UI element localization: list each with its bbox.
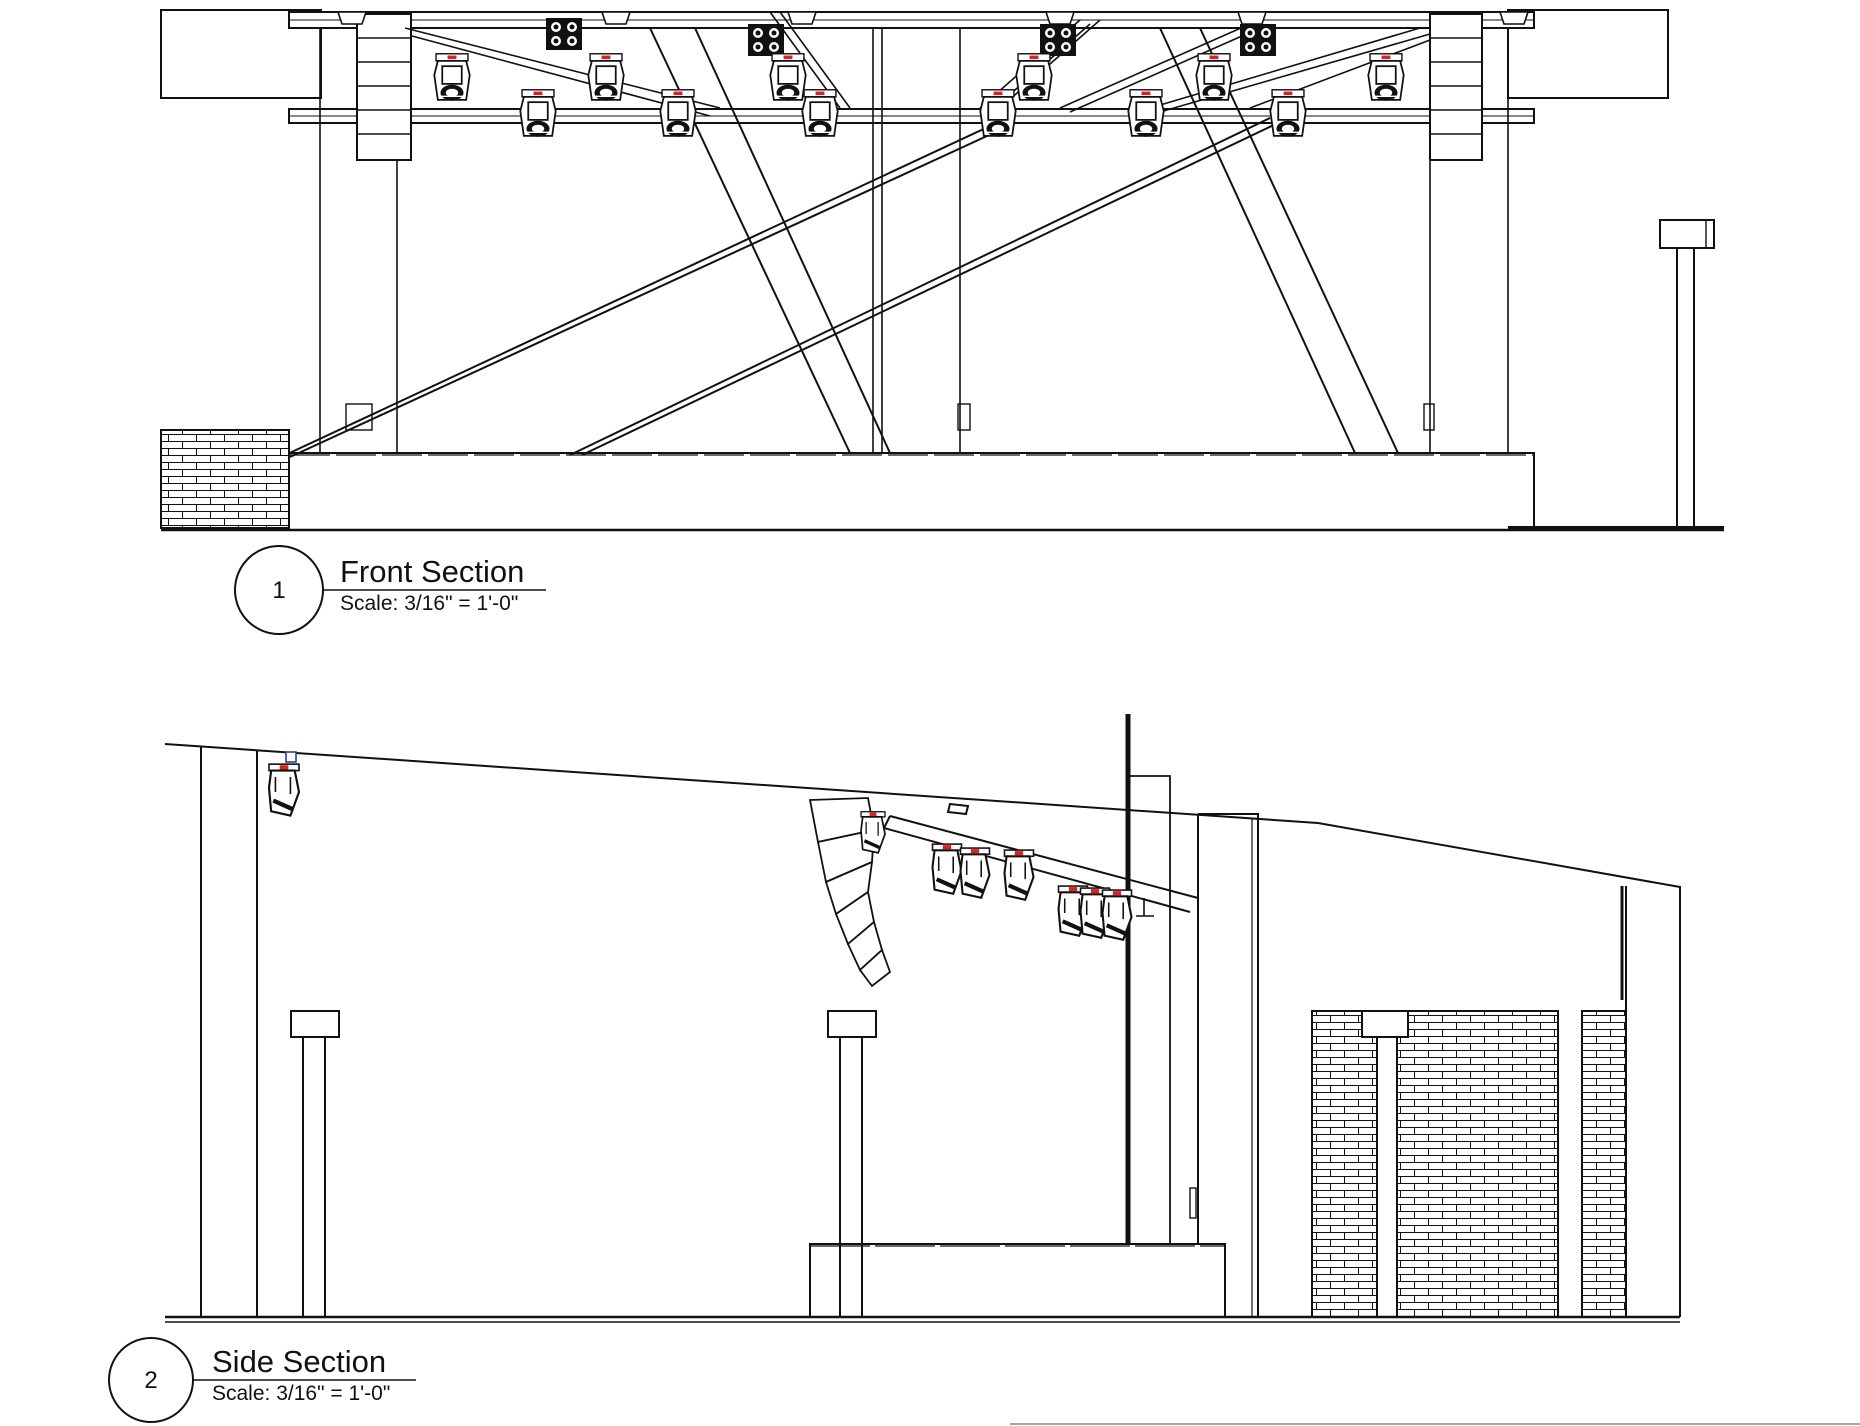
- brick-wall-left: [160, 429, 290, 529]
- line-array-speaker-icon: [808, 797, 892, 988]
- moving-head-fixture-icon: [933, 844, 962, 894]
- floor-line: [165, 1315, 1680, 1323]
- moving-head-fixture-icon: [1005, 850, 1034, 900]
- base-plate-right: [1423, 403, 1435, 431]
- stage-columns: [319, 28, 1509, 453]
- stage-deck: [290, 452, 1535, 528]
- left-ladder-tower: [356, 13, 412, 161]
- tower-column: [1130, 775, 1197, 1244]
- moving-head-fixture-icon: [587, 52, 625, 102]
- right-light-pole: [1659, 219, 1715, 528]
- front-section-elevation: [160, 9, 1724, 532]
- moving-head-fixture-icon: [1015, 52, 1053, 102]
- left-wall: [200, 746, 258, 1317]
- rigging-clamp-icon: [285, 751, 297, 763]
- moving-head-fixture-icon: [269, 764, 299, 815]
- stage-riser: [809, 1243, 1226, 1317]
- moving-head-fixture-icon: [1195, 52, 1233, 102]
- view-number: 2: [144, 1367, 157, 1394]
- view-scale: Scale: 3/16" = 1'-0": [212, 1382, 390, 1405]
- view-title: Front Section: [340, 554, 524, 589]
- side-section-elevation: [164, 714, 1681, 1323]
- side-fixtures: [269, 751, 1132, 940]
- right-wall: [1620, 886, 1681, 1317]
- view-title: Side Section: [212, 1344, 386, 1379]
- view-number: 1: [272, 577, 285, 604]
- brick-wall-side-a: [1311, 1010, 1559, 1318]
- moving-head-fixture-icon: [519, 88, 557, 138]
- view-scale: Scale: 3/16" = 1'-0": [340, 592, 518, 615]
- quad-blinder-icon: [748, 24, 784, 56]
- moving-head-fixture-icon: [1269, 88, 1307, 138]
- moving-head-fixture-icon: [801, 88, 839, 138]
- moving-head-fixture-icon: [433, 52, 471, 102]
- moving-head-fixture-icon: [859, 810, 887, 855]
- moving-head-fixture-icon: [1367, 52, 1405, 102]
- moving-head-fixture-icon: [769, 52, 807, 102]
- moving-head-fixture-icon: [1127, 88, 1165, 138]
- diagonal-stays: [280, 27, 1399, 458]
- base-plate-left: [345, 403, 373, 431]
- moving-head-fixture-icon: [979, 88, 1017, 138]
- right-ladder-tower: [1429, 13, 1483, 161]
- view-title-side: 2 Side Section Scale: 3/16" = 1'-0": [108, 1337, 416, 1423]
- side-light-pole-mid: [827, 1010, 877, 1317]
- roof-truss: [883, 802, 1199, 917]
- left-soffit: [160, 9, 322, 99]
- roof-line: [164, 743, 1681, 888]
- base-plate-mid: [957, 403, 971, 431]
- side-light-pole-left: [290, 1010, 340, 1317]
- moving-head-fixture-icon: [961, 848, 990, 898]
- back-wall: [1197, 813, 1259, 1317]
- brick-wall-side-b: [1581, 1010, 1627, 1318]
- top-chord-hangers: [336, 11, 1530, 25]
- view-title-front: 1 Front Section Scale: 3/16" = 1'-0": [234, 545, 546, 635]
- upper-truss: [288, 11, 1535, 124]
- moving-head-fixture-icon: [659, 88, 697, 138]
- quad-blinder-icon: [1240, 24, 1276, 56]
- quad-blinder-icon: [546, 18, 582, 50]
- quad-blinder-icon: [1040, 24, 1076, 56]
